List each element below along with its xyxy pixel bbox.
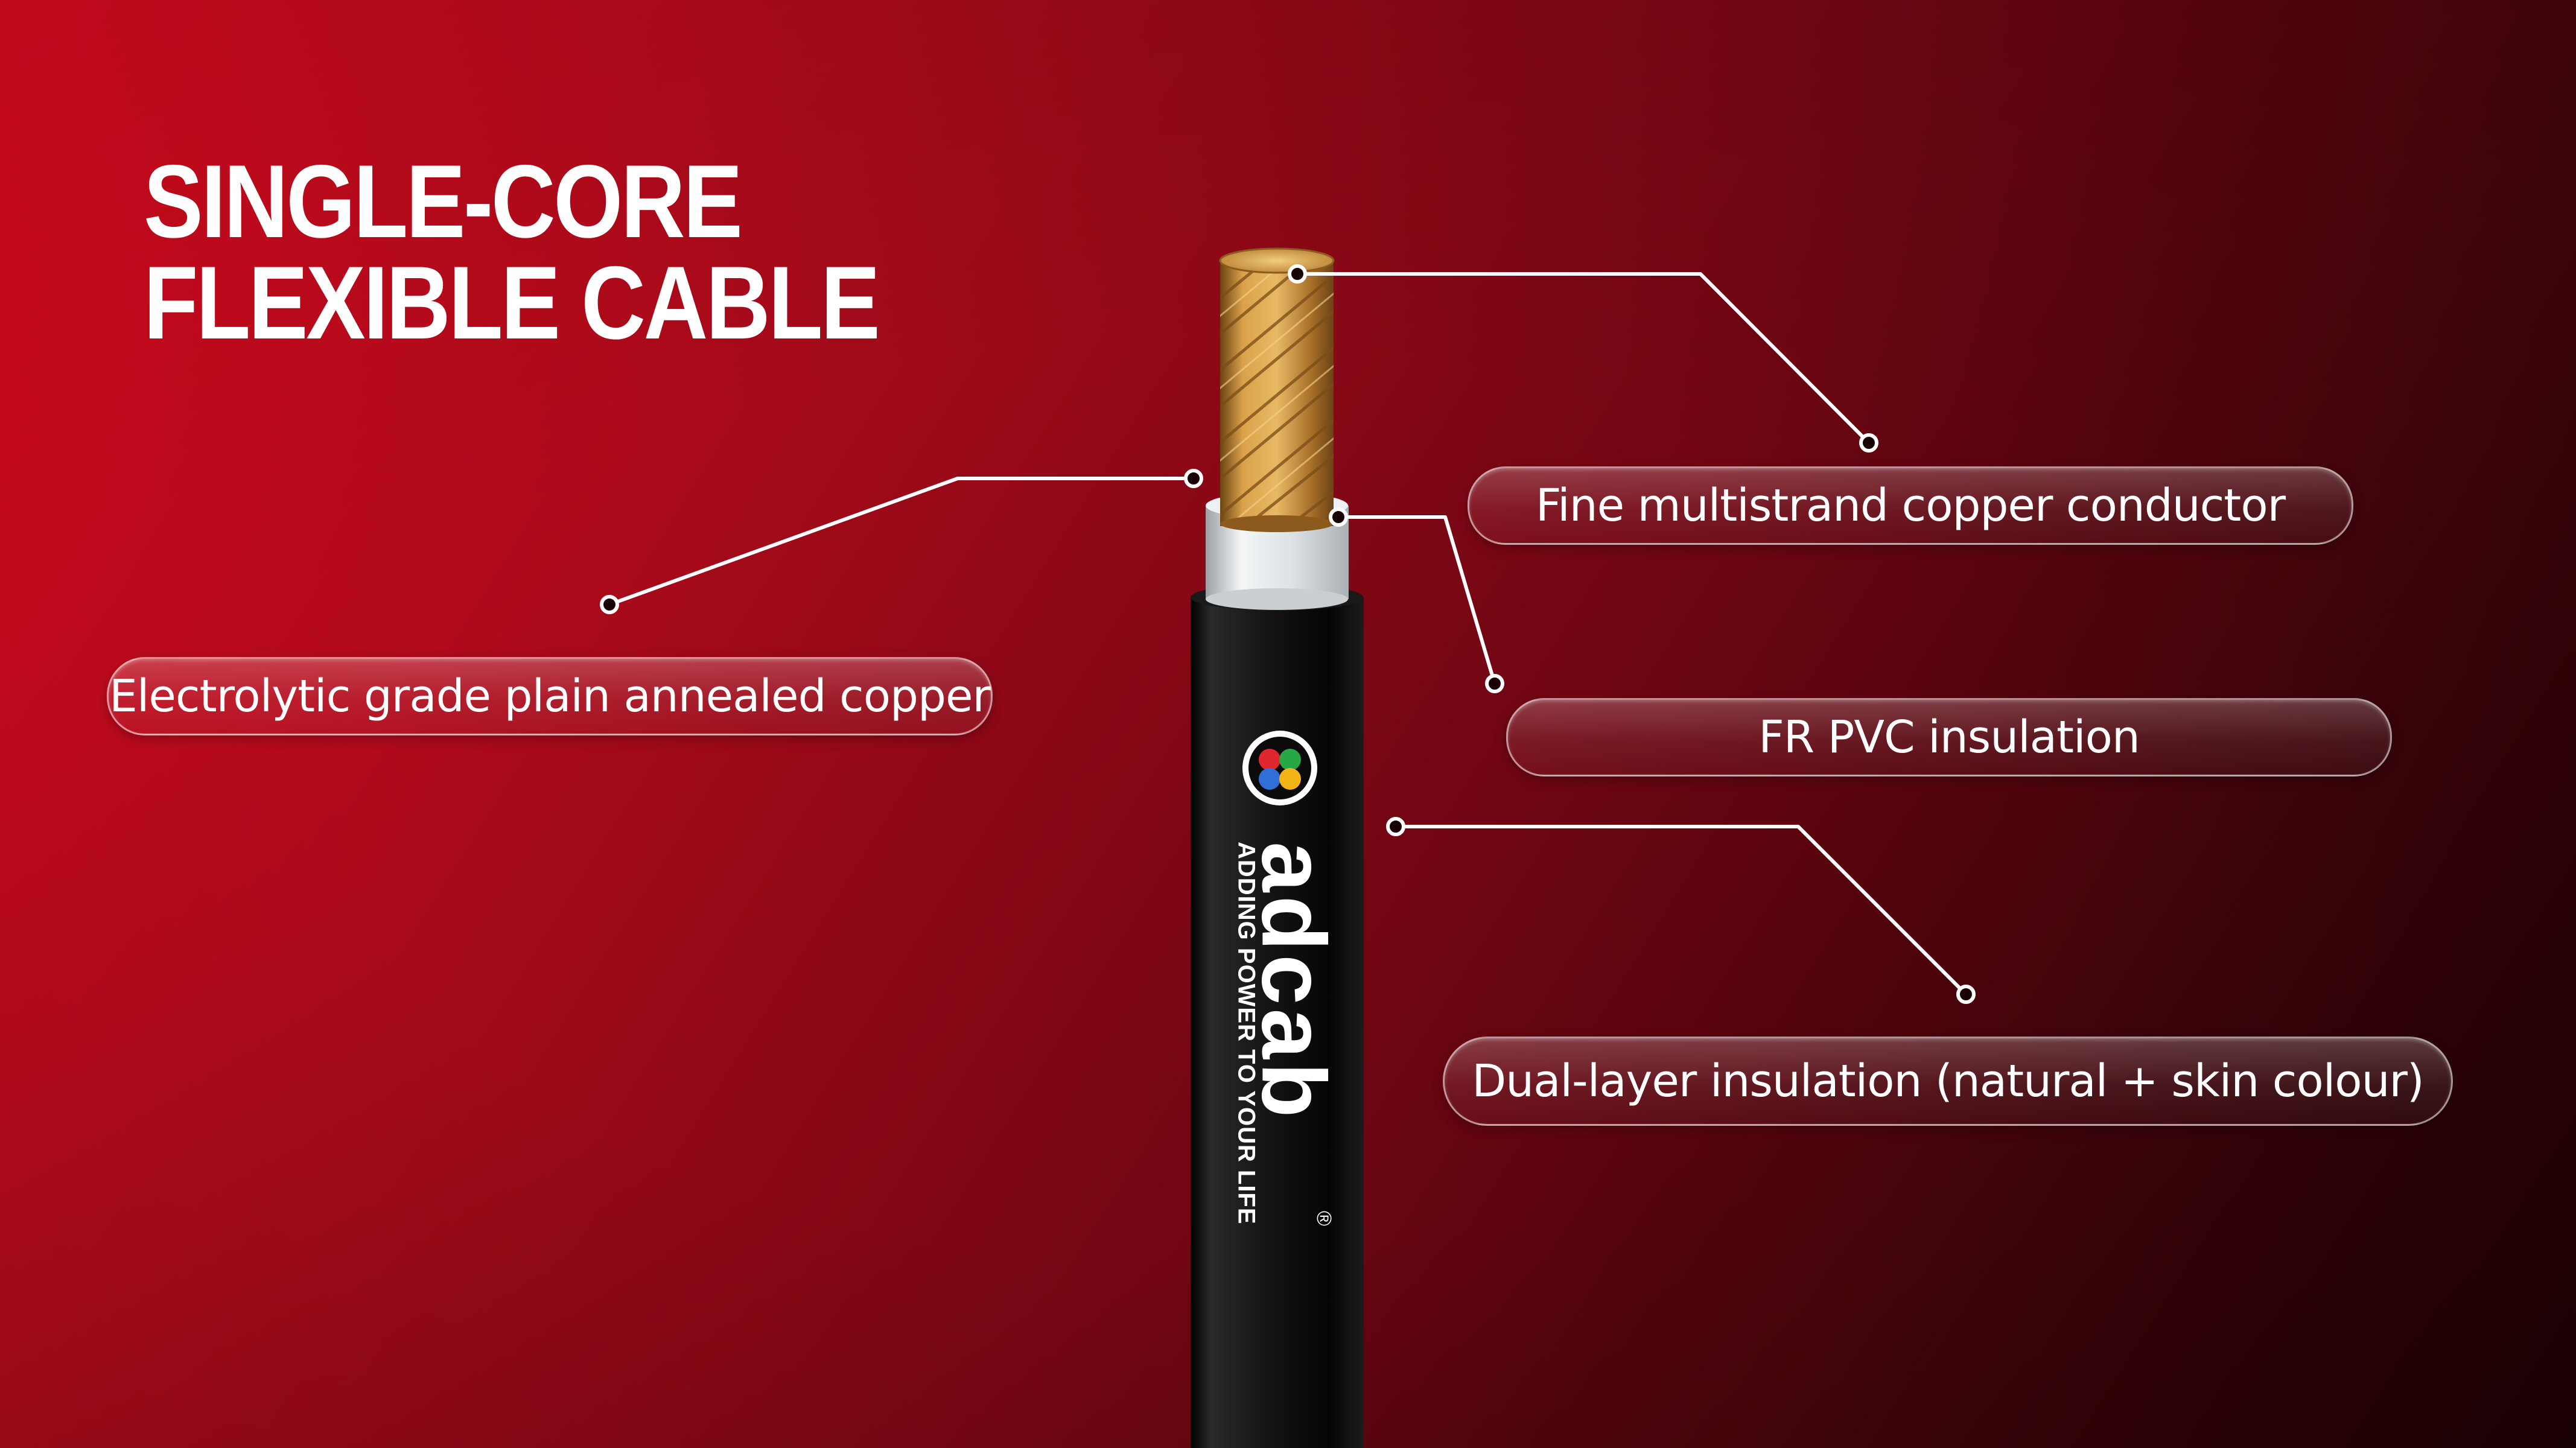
title-line-1: SINGLE-CORE [144, 144, 743, 259]
page-title: SINGLE-CORE FLEXIBLE CABLE [144, 144, 880, 361]
leader-dot-dual-layer-start [1386, 817, 1405, 836]
label-dual-layer-insulation-text: Dual-layer insulation (natural + skin co… [1472, 1055, 2425, 1107]
leader-dot-fr-pvc-start [1329, 507, 1348, 527]
leader-dot-electrolytic-end [600, 595, 619, 614]
leader-line-electrolytic [608, 477, 1195, 606]
brand-logo-icon [1242, 731, 1317, 805]
label-fr-pvc-insulation-text: FR PVC insulation [1758, 711, 2140, 763]
copper-conductor [1219, 247, 1335, 532]
brand-wordmark: adcab [1243, 842, 1344, 1122]
label-electrolytic-copper: Electrolytic grade plain annealed copper [107, 657, 993, 735]
leader-dot-fr-pvc-end [1485, 674, 1504, 693]
label-conductor: Fine multistrand copper conductor [1468, 466, 2353, 545]
leader-dot-dual-layer-end [1956, 985, 1976, 1004]
leader-dot-conductor-end [1859, 433, 1878, 453]
label-conductor-text: Fine multistrand copper conductor [1535, 480, 2286, 532]
label-dual-layer-insulation: Dual-layer insulation (natural + skin co… [1443, 1037, 2453, 1126]
title-line-2: FLEXIBLE CABLE [144, 245, 880, 361]
label-fr-pvc-insulation: FR PVC insulation [1506, 698, 2392, 776]
leader-dot-electrolytic-start [1184, 469, 1203, 488]
brand-tagline: ADDING POWER TO YOUR LIFE [1233, 842, 1259, 1225]
leader-dot-conductor-start [1288, 264, 1307, 284]
brand-registered-mark: ® [1312, 1211, 1335, 1226]
leader-line-dual-layer [1394, 825, 1968, 996]
leader-line-fr-pvc [1337, 515, 1496, 685]
leader-line-conductor [1296, 272, 1871, 445]
label-electrolytic-copper-text: Electrolytic grade plain annealed copper [109, 670, 991, 722]
